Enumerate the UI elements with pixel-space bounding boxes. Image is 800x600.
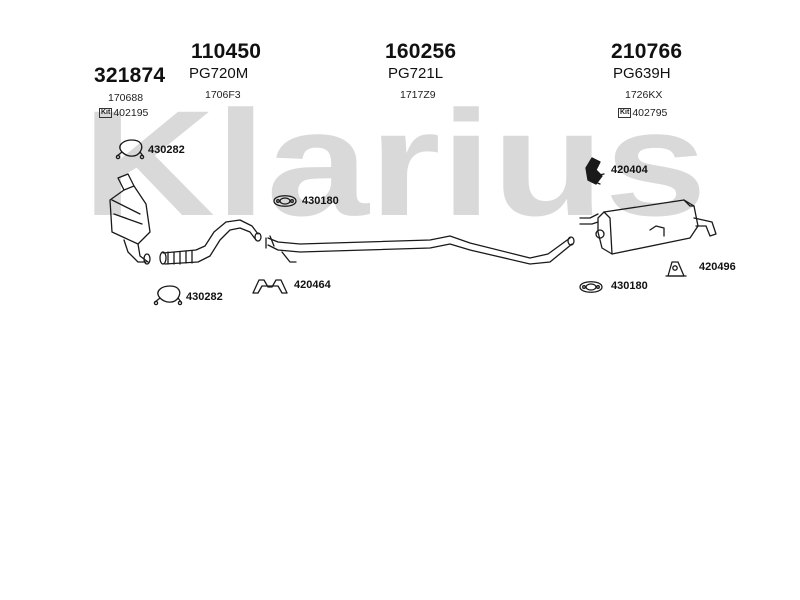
clamp-top-number: 430282 bbox=[148, 144, 185, 156]
middle-pipe bbox=[265, 235, 575, 265]
kit-rear-silencer: Kit 402795 bbox=[618, 107, 667, 119]
ref-number-front-pipe: 1706F3 bbox=[205, 89, 241, 101]
part-number-rear-silencer: 210766 bbox=[611, 40, 683, 63]
hanger-icon-right bbox=[665, 261, 687, 277]
oem-number-rear-silencer: PG639H bbox=[613, 65, 671, 82]
clamp-icon-bottom bbox=[153, 285, 183, 306]
ref-number-middle-pipe: 1717Z9 bbox=[400, 89, 436, 101]
oem-number-front-pipe: PG720M bbox=[189, 65, 249, 82]
rear-silencer bbox=[579, 199, 717, 255]
kit-number-rear-silencer: 402795 bbox=[632, 107, 668, 119]
hanger-right-number: 420496 bbox=[699, 261, 736, 273]
mount-icon-right bbox=[585, 157, 605, 185]
catalytic-converter bbox=[109, 173, 151, 265]
oem-number-middle-pipe: PG721L bbox=[388, 65, 444, 82]
gasket-icon-mid bbox=[273, 195, 297, 207]
hanger-icon-mid bbox=[252, 279, 288, 294]
clamp-icon-top bbox=[115, 139, 145, 160]
part-number-middle-pipe: 160256 bbox=[385, 40, 457, 63]
gasket-icon-right bbox=[579, 281, 603, 293]
part-number-front-pipe: 110450 bbox=[191, 40, 262, 63]
front-pipe bbox=[159, 219, 262, 265]
kit-catalyst: Kit 402195 bbox=[99, 107, 148, 119]
hanger-mid-number: 420464 bbox=[294, 279, 331, 291]
mount-right-number: 420404 bbox=[611, 164, 648, 176]
kit-badge: Kit bbox=[618, 108, 632, 118]
part-number-catalyst: 321874 bbox=[94, 64, 166, 87]
gasket-mid-number: 430180 bbox=[302, 195, 339, 207]
clamp-bottom-number: 430282 bbox=[186, 291, 223, 303]
gasket-right-number: 430180 bbox=[611, 280, 648, 292]
kit-badge: Kit bbox=[99, 108, 113, 118]
ref-number-rear-silencer: 1726KX bbox=[625, 89, 663, 101]
watermark-logo: Klarius bbox=[82, 79, 707, 247]
kit-number-catalyst: 402195 bbox=[113, 107, 149, 119]
ref-number-catalyst: 170688 bbox=[108, 92, 144, 104]
